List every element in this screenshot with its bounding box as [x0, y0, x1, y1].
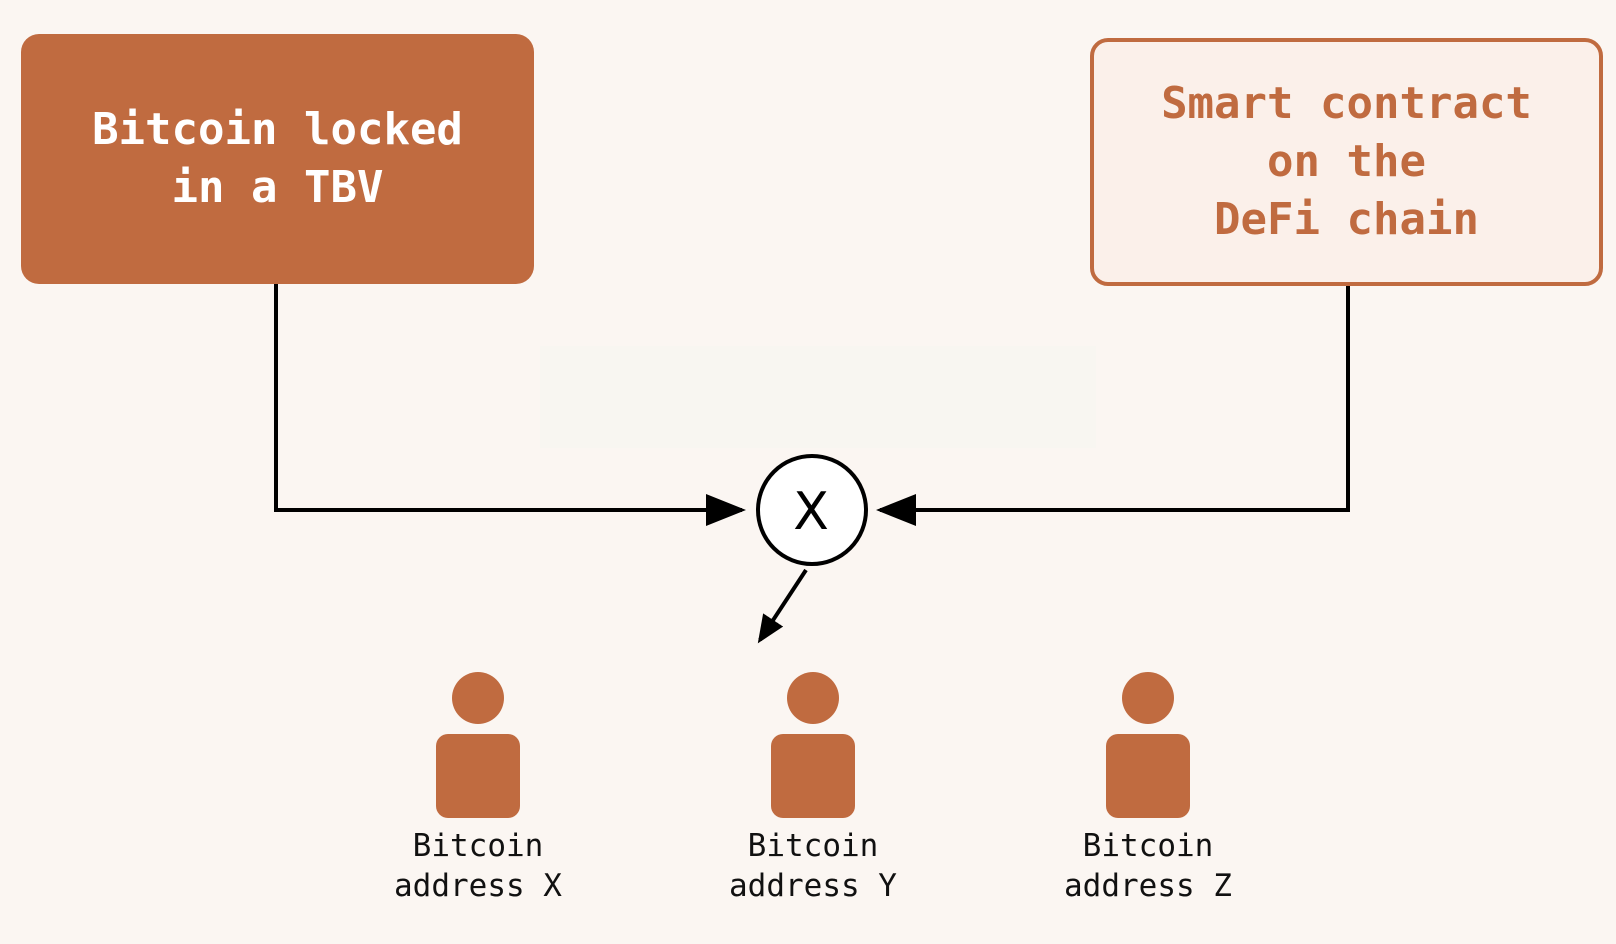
user-body-icon	[436, 734, 520, 818]
faint-background-panel	[540, 346, 1096, 448]
bitcoin-address-x-label: Bitcoin address X	[394, 828, 562, 904]
user-head-icon	[452, 672, 504, 724]
user-body-icon	[771, 734, 855, 818]
smart-contract-box: Smart contract on the DeFi chain	[1090, 38, 1603, 286]
operator-to-address-y-arrow	[757, 568, 808, 644]
user-head-icon	[787, 672, 839, 724]
bitcoin-address-z-label: Bitcoin address Z	[1064, 828, 1232, 904]
user-head-icon	[1122, 672, 1174, 724]
bitcoin-address-y-label: Bitcoin address Y	[729, 828, 897, 904]
contract-to-operator-arrow	[876, 286, 1350, 526]
user-body-icon	[1106, 734, 1190, 818]
operator-symbol: X	[793, 482, 829, 542]
bitcoin-locked-tbv-box: Bitcoin locked in a TBV	[21, 34, 534, 284]
operator-circle	[756, 454, 868, 566]
tbv-to-operator-arrow	[274, 284, 746, 526]
